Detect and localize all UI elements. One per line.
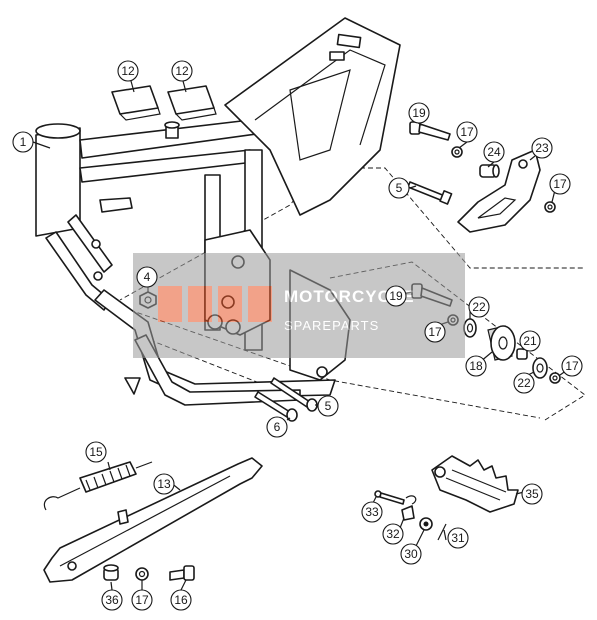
- svg-text:35: 35: [525, 487, 539, 501]
- watermark: MOTORCYCLE SPAREPARTS: [133, 253, 465, 358]
- callout-23: 23: [531, 137, 553, 159]
- svg-text:31: 31: [451, 531, 465, 545]
- svg-text:5: 5: [325, 399, 332, 413]
- svg-text:22: 22: [472, 300, 486, 314]
- clip-32: [401, 495, 417, 521]
- watermark-sub: SPAREPARTS: [284, 318, 379, 333]
- watermark-brand: MOTORCYCLE: [284, 287, 415, 306]
- pin-33: [374, 490, 405, 505]
- washer-17-a: [451, 146, 463, 158]
- bolt-5-lower: [270, 377, 318, 412]
- callout-22-upper: 22: [468, 296, 490, 318]
- callout-21: 21: [519, 330, 541, 352]
- bolt-5-upper: [407, 181, 453, 205]
- bushing-24: [479, 164, 500, 178]
- svg-text:24: 24: [487, 145, 501, 159]
- svg-text:17: 17: [460, 125, 474, 139]
- callout-17-d: 17: [561, 355, 583, 377]
- callout-1: 1: [12, 131, 34, 153]
- callout-5-upper: 5: [388, 177, 410, 199]
- callout-15: 15: [85, 441, 107, 463]
- bolt-16: [169, 565, 195, 581]
- callout-17-e: 17: [131, 589, 153, 611]
- svg-text:17: 17: [553, 177, 567, 191]
- svg-text:5: 5: [396, 181, 403, 195]
- svg-text:12: 12: [121, 64, 135, 78]
- svg-text:32: 32: [386, 527, 400, 541]
- svg-text:1: 1: [20, 135, 27, 149]
- callout-35: 35: [521, 483, 543, 505]
- washer-17-e: [135, 567, 149, 581]
- side-stand-13: [43, 457, 263, 583]
- svg-text:30: 30: [404, 547, 418, 561]
- callout-17-a: 17: [456, 121, 478, 143]
- bolt-19-upper: [409, 121, 451, 141]
- svg-text:18: 18: [469, 359, 483, 373]
- spring-pin-31: [437, 523, 447, 541]
- washer-17-d: [549, 372, 561, 384]
- svg-text:33: 33: [365, 505, 379, 519]
- callout-5-lower: 5: [317, 395, 339, 417]
- bushing-21: [516, 348, 528, 360]
- svg-text:19: 19: [389, 289, 403, 303]
- svg-text:21: 21: [523, 334, 537, 348]
- svg-text:19: 19: [412, 106, 426, 120]
- washer-30: [419, 517, 433, 531]
- svg-text:36: 36: [105, 593, 119, 607]
- watermark-logo-icon: [158, 286, 272, 322]
- bushing-36: [103, 564, 119, 581]
- callout-18: 18: [465, 355, 487, 377]
- callout-31: 31: [447, 527, 469, 549]
- callout-33: 33: [361, 501, 383, 523]
- callout-4: 4: [136, 266, 158, 288]
- svg-text:12: 12: [175, 64, 189, 78]
- callout-22-lower: 22: [513, 372, 535, 394]
- callout-6: 6: [266, 416, 288, 438]
- washer-22-upper: [463, 318, 477, 338]
- callout-19-lower: 19: [385, 285, 407, 307]
- callout-16: 16: [170, 589, 192, 611]
- chain-guide-23: [457, 149, 541, 233]
- svg-text:17: 17: [565, 359, 579, 373]
- svg-text:13: 13: [157, 477, 171, 491]
- spring-15: [43, 461, 153, 511]
- pad-12-left: [111, 85, 161, 121]
- svg-text:17: 17: [428, 325, 442, 339]
- washer-17-b: [544, 201, 556, 213]
- svg-text:15: 15: [89, 445, 103, 459]
- svg-text:17: 17: [135, 593, 149, 607]
- callout-17-c: 17: [424, 321, 446, 343]
- callout-36: 36: [101, 589, 123, 611]
- roller-18: [487, 325, 516, 361]
- svg-text:23: 23: [535, 141, 549, 155]
- washer-22-lower: [532, 357, 548, 379]
- callout-19-upper: 19: [408, 102, 430, 124]
- callout-30: 30: [400, 543, 422, 565]
- callout-24: 24: [483, 141, 505, 163]
- footpeg-35: [431, 455, 519, 513]
- callout-32: 32: [382, 523, 404, 545]
- callout-13: 13: [153, 473, 175, 495]
- svg-text:22: 22: [517, 376, 531, 390]
- svg-text:16: 16: [174, 593, 188, 607]
- callout-12-left: 12: [117, 60, 139, 82]
- svg-text:6: 6: [274, 420, 281, 434]
- svg-text:4: 4: [144, 270, 151, 284]
- callout-12-right: 12: [171, 60, 193, 82]
- callout-17-b: 17: [549, 173, 571, 195]
- pad-12-right: [167, 85, 217, 121]
